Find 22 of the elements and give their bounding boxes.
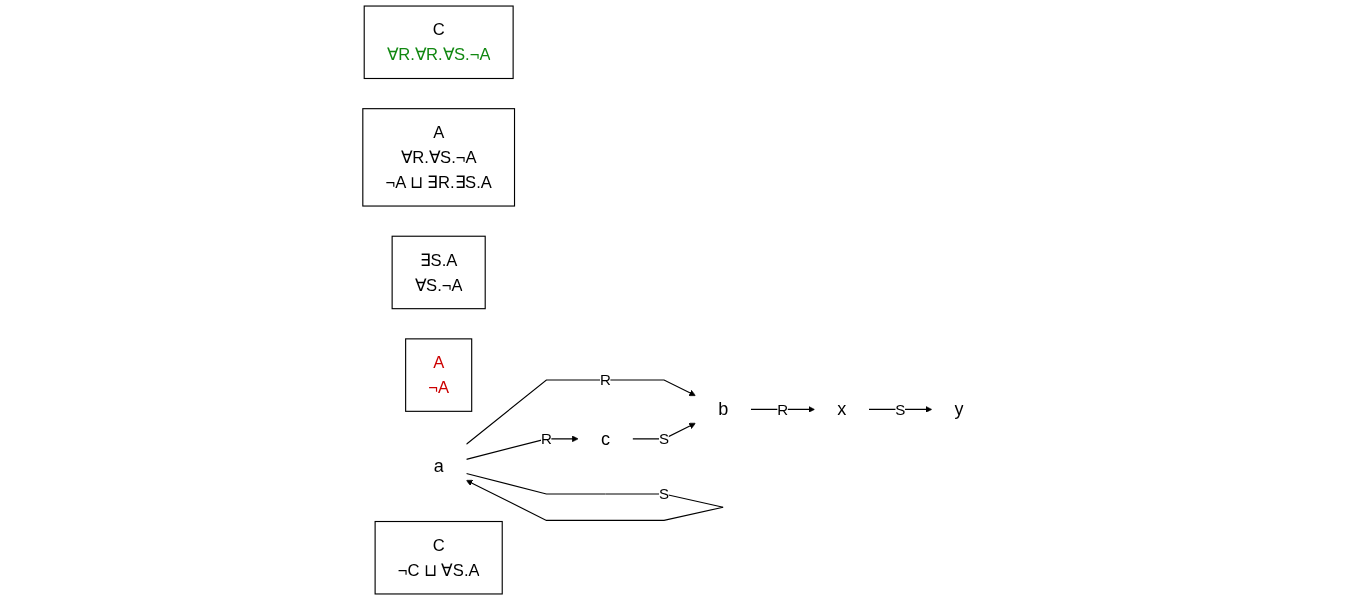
arrow (465, 472, 724, 521)
node-text: y (954, 398, 964, 420)
edge-label: S (895, 401, 906, 418)
node-text: c (600, 428, 610, 449)
edge-label: R (540, 430, 552, 448)
node-box: A ¬A (405, 338, 473, 412)
edge-label: R (599, 371, 611, 389)
node-box: A ∀R.∀S.¬A ¬A ⊔ ∃R.∃S.A (362, 108, 516, 207)
arrow (750, 406, 815, 413)
arrow (465, 379, 696, 445)
arrow (632, 422, 696, 440)
node-text: x (837, 398, 847, 420)
node-text: a (433, 455, 444, 477)
edge-label: R (777, 401, 789, 418)
edge-label: S (659, 430, 670, 448)
node-box: C ∀R.∀R.∀S.¬A (363, 5, 514, 80)
node-box: ∃S.A ∀S.¬A (391, 235, 486, 310)
edge-label: S (659, 485, 670, 503)
node-box: C ¬C ⊔ ∀S.A (374, 520, 503, 595)
arrow (465, 435, 579, 460)
node-text: b (718, 398, 729, 420)
arrow (868, 406, 933, 413)
